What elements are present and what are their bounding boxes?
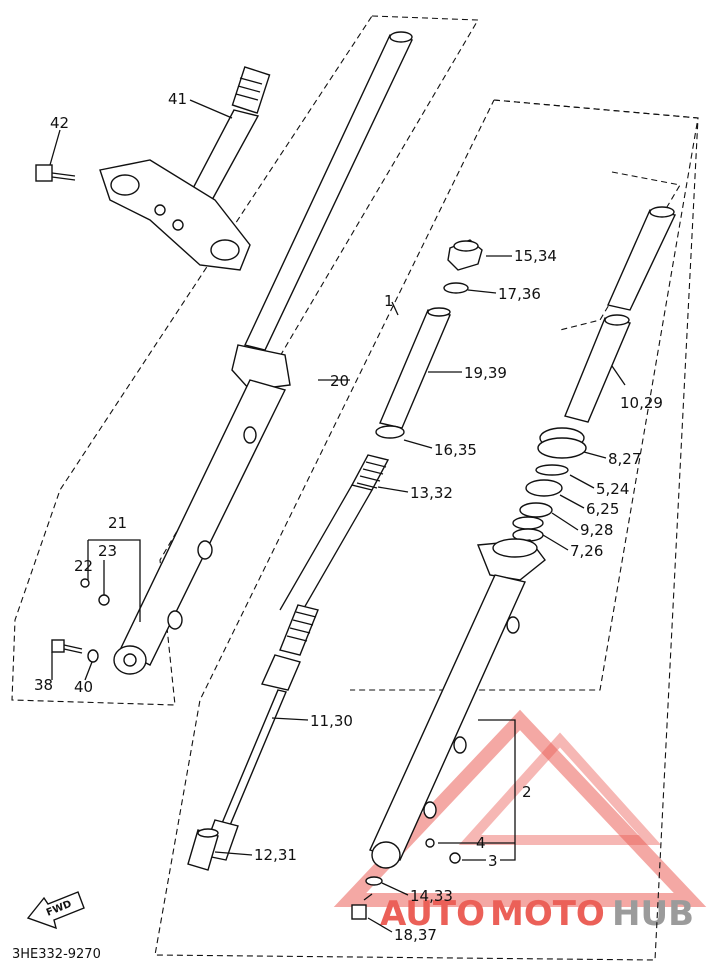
- callout-20: 20: [330, 372, 349, 390]
- gasket-14-part: [365, 876, 383, 886]
- callout-7-26: 7,26: [570, 542, 603, 560]
- spring-13-part: [279, 454, 390, 616]
- oil-lock-12-part: [187, 828, 219, 871]
- watermark-hub: HUB: [612, 894, 694, 934]
- diagram-code: 3HE332-9270: [12, 947, 101, 962]
- fwd-arrow-icon: FWD: [26, 891, 85, 930]
- callout-38: 38: [34, 676, 53, 694]
- washer-40-part: [87, 649, 99, 663]
- callout-9-28: 9,28: [580, 521, 613, 539]
- o-ring-17-part: [443, 282, 469, 294]
- callout-42: 42: [50, 114, 69, 132]
- callout-13-32: 13,32: [410, 484, 453, 502]
- damper-rod-11-part: [201, 604, 319, 861]
- bolt-3-part: [449, 852, 461, 864]
- callout-15-34: 15,34: [514, 247, 557, 265]
- leader-lines: [49, 99, 626, 933]
- callout-1: 1: [384, 292, 394, 310]
- washer-9-part: [519, 502, 553, 518]
- callout-41: 41: [168, 90, 187, 108]
- callout-2: 2: [522, 783, 532, 801]
- callout-17-36: 17,36: [498, 285, 541, 303]
- callout-12-31: 12,31: [254, 846, 297, 864]
- watermark-auto: AUTO: [380, 894, 485, 934]
- callout-19-39: 19,39: [464, 364, 507, 382]
- outer-tube-outline: [559, 171, 681, 331]
- callout-10-29: 10,29: [620, 394, 663, 412]
- right-group-outline: [154, 99, 699, 961]
- callout-16-35: 16,35: [434, 441, 477, 459]
- bolt-18-part: [351, 893, 373, 920]
- callout-3: 3: [488, 852, 498, 870]
- inner-tube-10-part: [564, 206, 677, 423]
- right-outer-tube-part: [369, 538, 546, 869]
- callout-5-24: 5,24: [596, 480, 629, 498]
- callout-23: 23: [98, 542, 117, 560]
- clip-5-part: [535, 464, 569, 476]
- callout-6-25: 6,25: [586, 500, 619, 518]
- washer-16-part: [375, 425, 405, 439]
- dust-seal-8-part: [537, 427, 587, 459]
- bolt-42-part: [35, 164, 76, 182]
- washer-23-part: [98, 594, 110, 606]
- under-bracket-part: [99, 66, 271, 271]
- callout-8-27: 8,27: [608, 450, 641, 468]
- left-outer-tube-part: [113, 31, 414, 675]
- spacer-19-part: [379, 307, 451, 429]
- bushing-7-part: [512, 516, 544, 542]
- callout-21: 21: [108, 514, 127, 532]
- bolt-38-part: [51, 639, 83, 654]
- callout-11-30: 11,30: [310, 712, 353, 730]
- callout-4: 4: [476, 834, 486, 852]
- cap-bolt-15-part: [447, 239, 483, 271]
- left-group-outline: [11, 15, 479, 706]
- callout-14-33: 14,33: [410, 887, 453, 905]
- watermark-moto: MOTO: [490, 894, 605, 934]
- callout-22: 22: [74, 557, 93, 575]
- oil-seal-6-part: [525, 479, 563, 497]
- screw-22-part: [80, 578, 90, 588]
- callout-18-37: 18,37: [394, 926, 437, 944]
- callout-40: 40: [74, 678, 93, 696]
- washer-4-part: [425, 838, 435, 848]
